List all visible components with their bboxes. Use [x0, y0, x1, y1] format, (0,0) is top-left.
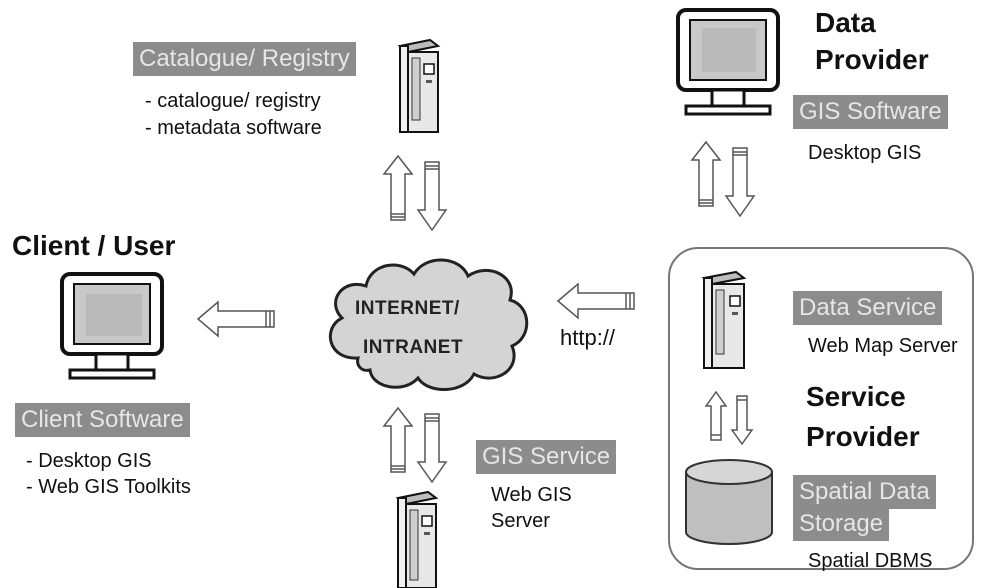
client-item-2: - Web GIS Toolkits: [26, 476, 191, 498]
gis-service-server-icon: [395, 490, 439, 588]
data-service-label: Data Service: [793, 291, 943, 325]
catalogue-item-1: - catalogue/ registry: [145, 90, 321, 112]
cloud-label-line2: INTRANET: [363, 337, 464, 358]
client-item-1: - Desktop GIS: [26, 450, 152, 472]
catalogue-label: Catalogue/ Registry: [133, 42, 356, 76]
http-label: http://: [560, 325, 616, 350]
catalogue-item-2: - metadata software: [145, 117, 322, 139]
service-provider-box: [668, 247, 974, 570]
storage-sub: Spatial DBMS: [808, 550, 933, 572]
gis-service-label: GIS Service: [476, 440, 617, 474]
data-provider-monitor-icon: [676, 8, 780, 116]
spatial-database-icon: [685, 459, 773, 545]
data-provider-title-line2: Provider: [815, 44, 929, 75]
gis-software-sub: Desktop GIS: [808, 142, 922, 164]
storage-updown-arrows: [704, 390, 754, 446]
service-provider-title-line1: Service: [806, 381, 906, 412]
data-service-sub: Web Map Server: [808, 335, 958, 357]
cloud-label-line1: INTERNET/: [355, 298, 460, 319]
storage-label-line2: Storage: [793, 507, 890, 541]
internet-cloud-icon: [328, 258, 529, 391]
client-monitor-icon: [60, 272, 164, 380]
catalogue-server-icon: [397, 38, 441, 133]
data-provider-title-line1: Data: [815, 7, 876, 38]
cloud-to-client-arrow: [196, 300, 275, 338]
client-software-label: Client Software: [15, 403, 190, 437]
storage-label-line1: Spatial Data: [793, 475, 936, 509]
service-to-cloud-arrow: [556, 282, 635, 320]
service-provider-title-line2: Provider: [806, 421, 920, 452]
client-title: Client / User: [12, 230, 176, 261]
gis-software-label: GIS Software: [793, 95, 948, 129]
catalogue-updown-arrows: [382, 154, 448, 232]
gis-service-sub-line2: Server: [491, 510, 550, 532]
data-provider-updown-arrows: [690, 140, 756, 218]
data-service-server-icon: [701, 270, 747, 369]
gis-service-updown-arrows: [382, 406, 448, 484]
gis-service-sub-line1: Web GIS: [491, 484, 572, 506]
